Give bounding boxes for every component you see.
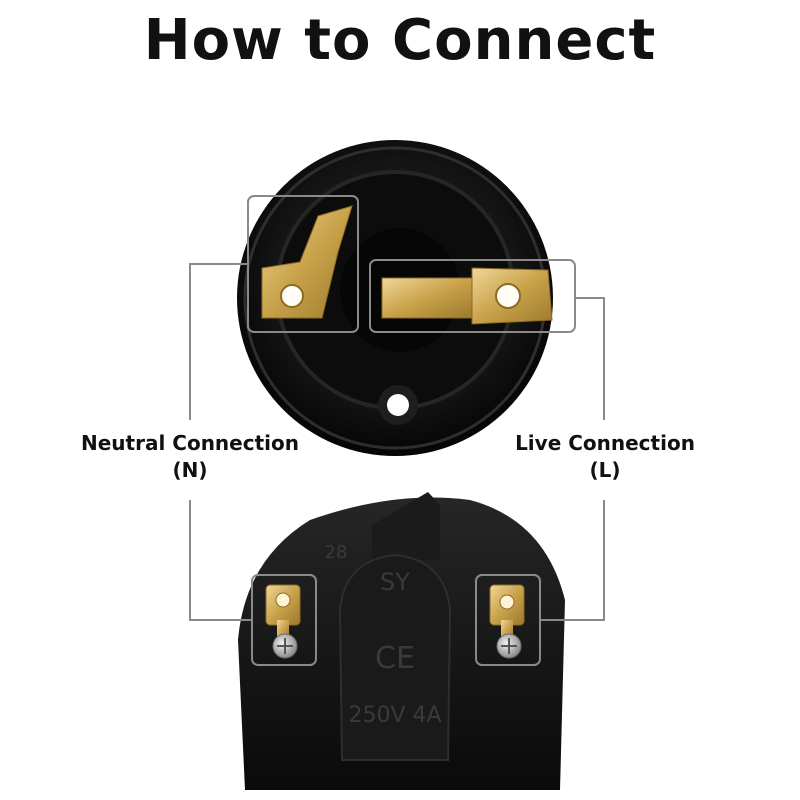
live-terminal-top xyxy=(381,267,553,325)
neutral-line-bottom xyxy=(189,500,252,621)
live-line-top xyxy=(575,297,605,420)
live-line-bottom xyxy=(540,500,605,621)
neutral-terminal-top xyxy=(261,205,353,319)
live-label-line1: Live Connection xyxy=(515,431,695,455)
callout-lines xyxy=(189,263,605,621)
live-label-line2: (L) xyxy=(589,458,621,482)
top-lampholder xyxy=(237,140,576,456)
neutral-label-line2: (N) xyxy=(172,458,208,482)
number-marking: 28 xyxy=(325,542,348,563)
rating-marking: 250V 4A xyxy=(348,703,441,728)
neutral-label-line1: Neutral Connection xyxy=(81,431,299,455)
page-title: How to Connect xyxy=(143,8,657,73)
neutral-connection-label: Neutral Connection (N) xyxy=(60,430,320,484)
ce-marking: CE xyxy=(375,641,415,676)
bottom-lampholder: SY CE 250V 4A 28 xyxy=(238,492,565,790)
brand-marking: SY xyxy=(380,568,410,596)
neutral-line-top xyxy=(189,263,248,420)
live-terminal-bottom xyxy=(489,584,525,659)
live-callout-box-top xyxy=(369,259,576,333)
neutral-terminal-bottom xyxy=(265,584,301,659)
live-connection-label: Live Connection (L) xyxy=(485,430,725,484)
